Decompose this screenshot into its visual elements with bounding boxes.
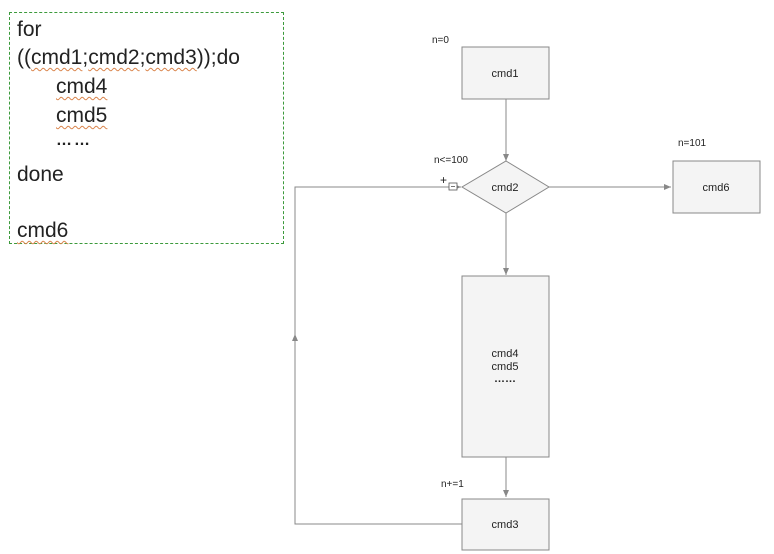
code-line-cmd5: cmd5 [56,104,107,128]
label-condition: n<=100 [434,155,468,166]
code-token: cmd1 [31,46,83,69]
code-line-header: ((cmd1;cmd2;cmd3));do [17,46,240,70]
edge-loop-back-in [294,184,461,334]
node-cmd1 [461,46,550,100]
edge-loop-back-up [292,334,462,525]
node-cmd6-label: cmd6 [703,182,730,194]
code-token: cmd5 [56,104,108,127]
code-token: ; [139,46,146,69]
node-cmd2 [461,160,550,214]
code-token: ; [82,46,89,69]
code-listing: for ((cmd1;cmd2;cmd3));do cmd4 cmd5 …… d… [9,12,284,244]
code-token: ));do [196,46,240,69]
code-token: (( [17,46,31,69]
node-body-line-2: cmd5 [492,361,519,373]
label-increment: n+=1 [441,479,464,490]
label-exit: n=101 [678,138,707,149]
node-body-line-3: …… [494,373,516,385]
plus-icon: + [440,173,447,187]
node-cmd3-label: cmd3 [492,519,519,531]
code-token: cmd4 [56,75,108,98]
code-line-cmd6: cmd6 [17,219,68,243]
code-line-cmd4: cmd4 [56,75,107,99]
node-cmd3 [461,498,550,551]
code-line-done: done [17,163,64,186]
code-token: cmd6 [17,219,69,242]
label-init: n=0 [432,35,449,46]
code-line-for: for [17,18,42,41]
code-line-ellipsis: …… [56,132,92,149]
node-loop-body [461,275,550,458]
node-cmd2-label: cmd2 [492,182,519,194]
node-body-line-1: cmd4 [492,348,519,360]
node-cmd6 [672,160,761,214]
node-cmd1-label: cmd1 [492,68,519,80]
code-token: cmd2 [88,46,140,69]
code-token: cmd3 [145,46,197,69]
